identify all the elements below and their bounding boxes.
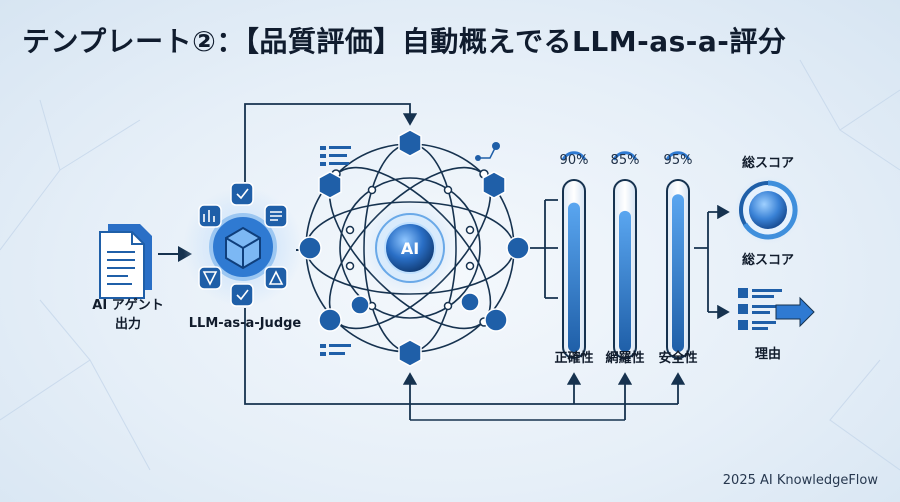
metric-percent-2: 85% xyxy=(610,153,640,168)
metric-fill-3 xyxy=(672,194,684,352)
reason-icon xyxy=(738,288,815,330)
metric-name-2: 網羅性 xyxy=(605,351,645,366)
judge-label: LLM-as-a-Judge xyxy=(188,316,302,331)
score-label-top: 総スコア xyxy=(741,156,794,171)
metric-tubes xyxy=(561,151,691,359)
background-network xyxy=(0,59,900,471)
ai-core xyxy=(362,200,458,296)
ai-core-label: AI xyxy=(401,239,419,258)
document-icon xyxy=(99,224,152,299)
input-label-line1: AI アゲント xyxy=(92,298,164,313)
metric-gauge-arc-3 xyxy=(665,151,691,161)
metric-gauge-arc-1 xyxy=(561,151,587,161)
feedback-loop-top xyxy=(244,103,418,182)
footer-credit: 2025 AI KnowledgeFlow xyxy=(722,473,878,488)
metric-name-1: 正確性 xyxy=(554,351,594,366)
bracket-to-metrics xyxy=(530,199,558,299)
network-list-icons xyxy=(320,142,500,356)
metric-percent-3: 95% xyxy=(663,153,693,168)
metric-percent-1: 90% xyxy=(559,153,589,168)
metric-fill-1 xyxy=(568,202,580,352)
input-label-line2: 出力 xyxy=(114,317,141,332)
metric-name-3: 安全性 xyxy=(658,351,698,366)
reason-label: 理由 xyxy=(754,347,781,362)
score-label-bottom: 総スコア xyxy=(741,253,794,268)
page-title: テンプレート②：【品質評価】自動概えでるLLM-as-a-評分 xyxy=(22,25,787,58)
metric-gauge-arc-2 xyxy=(612,151,638,161)
total-score-gauge xyxy=(734,176,802,244)
feedback-loop-bottom xyxy=(244,308,678,405)
bracket-to-outputs xyxy=(694,212,709,312)
metric-fill-2 xyxy=(619,210,631,352)
network-satellite-icons xyxy=(298,129,530,367)
input-label: AI アゲント 出力 xyxy=(84,296,172,334)
